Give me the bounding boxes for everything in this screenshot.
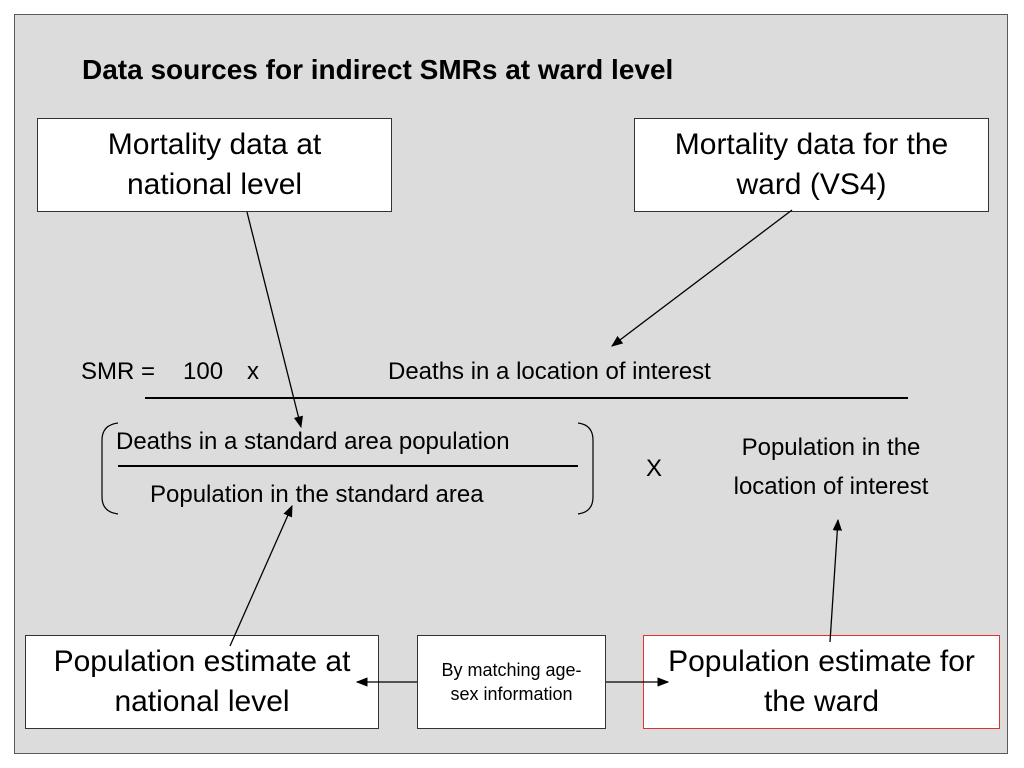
main-fraction-line [145, 397, 908, 399]
mortality-ward-label: Mortality data for the ward (VS4) [674, 128, 949, 201]
mortality-national-box: Mortality data at national level [37, 118, 392, 212]
smr-times-symbol: x [247, 358, 259, 385]
smr-label: SMR = [81, 358, 156, 385]
matching-label: By matching age-sex information [441, 660, 582, 704]
population-ward-label: Population estimate for the ward [668, 645, 975, 718]
times-symbol-2: X [646, 455, 663, 482]
matching-box: By matching age-sex information [417, 635, 606, 729]
population-national-box: Population estimate at national level [25, 635, 379, 729]
inner-denominator-text: Population in the standard area [150, 481, 484, 508]
inner-numerator-text: Deaths in a standard area population [116, 428, 510, 455]
smr-multiplier: 100 [183, 358, 224, 385]
mortality-national-label: Mortality data at national level [107, 128, 322, 201]
inner-fraction-line [118, 465, 578, 467]
diagram-title: Data sources for indirect SMRs at ward l… [82, 54, 674, 85]
mortality-ward-box: Mortality data for the ward (VS4) [634, 118, 989, 212]
population-ward-box: Population estimate for the ward [643, 635, 1000, 729]
population-national-label: Population estimate at national level [53, 645, 351, 718]
location-population-text: Population in the location of interest [708, 428, 954, 506]
location-population-label: Population in the location of interest [733, 434, 929, 500]
numerator-text: Deaths in a location of interest [388, 358, 711, 385]
